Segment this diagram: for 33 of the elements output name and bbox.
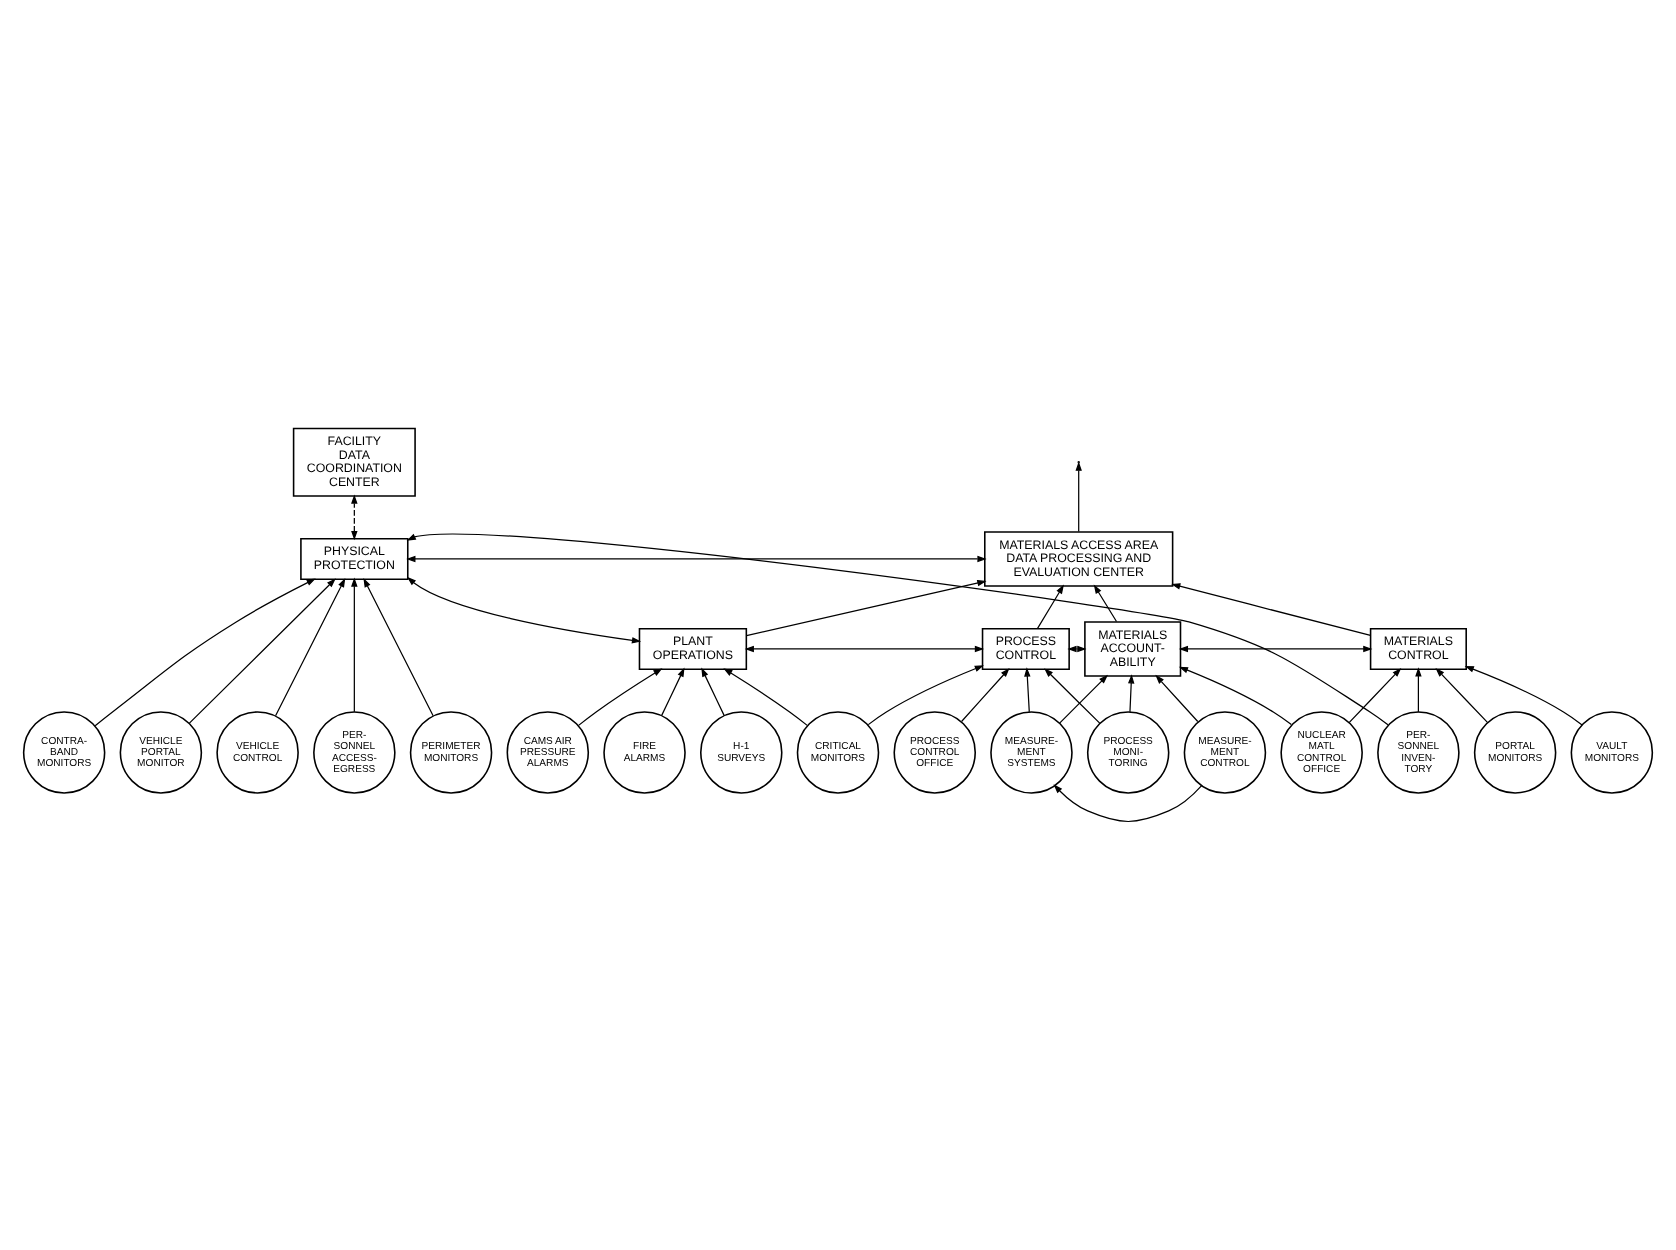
- arrow: [1155, 674, 1199, 723]
- arrow: [1127, 674, 1135, 713]
- arrow: [1024, 667, 1031, 713]
- arrow: [723, 668, 808, 726]
- arrow: [745, 579, 987, 637]
- arrow: [960, 668, 1010, 723]
- arrow: [363, 577, 434, 717]
- arrow: [1464, 666, 1583, 726]
- arrow: [1093, 584, 1118, 623]
- arrow: [1171, 583, 1372, 637]
- arrow: [94, 578, 316, 727]
- arrow: [188, 578, 336, 724]
- arrow: [351, 577, 358, 713]
- arrow: [1053, 784, 1203, 823]
- arrow: [406, 533, 1389, 726]
- arrow: [578, 668, 663, 726]
- arrow: [1036, 584, 1064, 629]
- arrow: [274, 577, 346, 717]
- arrow: [701, 667, 725, 717]
- arrow: [867, 665, 984, 726]
- arrow: [1044, 668, 1101, 724]
- arrow: [1075, 461, 1082, 533]
- arrow: [660, 667, 685, 717]
- arrow: [1415, 667, 1422, 713]
- arrow: [406, 555, 987, 563]
- arrow: [1059, 674, 1109, 724]
- arrow: [1348, 667, 1402, 724]
- arrow: [1178, 666, 1292, 726]
- arrow: [1435, 667, 1489, 724]
- arrow: [351, 494, 358, 541]
- arrow: [744, 645, 985, 653]
- arrow: [1178, 645, 1373, 653]
- arrow: [406, 576, 642, 644]
